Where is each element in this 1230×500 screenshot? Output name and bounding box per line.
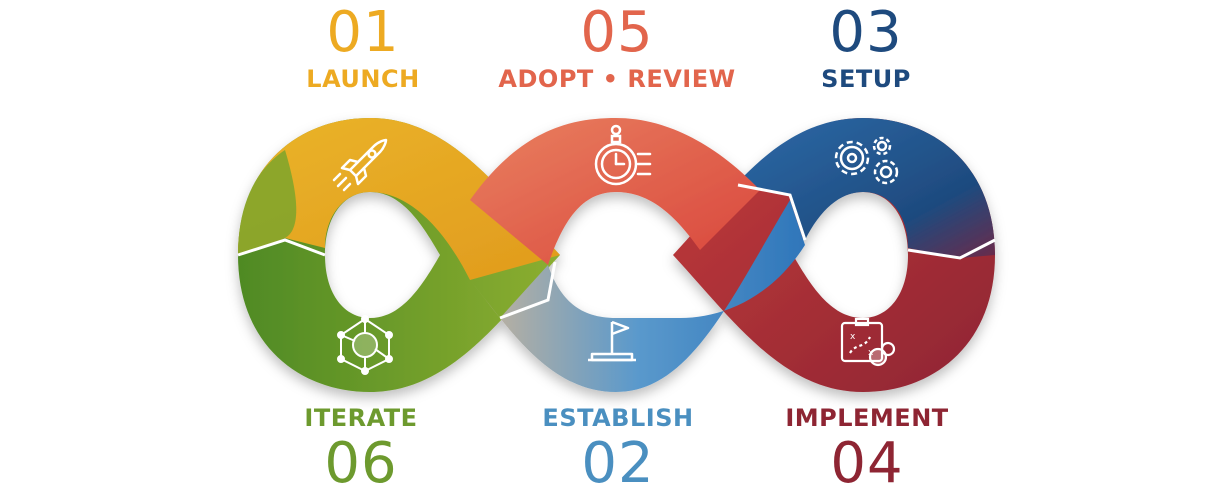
establish-segment	[470, 200, 805, 392]
step-number-implement: 04	[830, 431, 904, 496]
step-label-adopt-review: ADOPT • REVIEW	[498, 65, 736, 93]
step-label-iterate: ITERATE	[304, 404, 418, 432]
iterate-top-blend	[238, 150, 297, 255]
step-launch: 01 LAUNCH	[213, 2, 513, 94]
step-number-iterate: 06	[324, 431, 398, 496]
step-number-adopt-review: 05	[580, 0, 654, 65]
step-implement: IMPLEMENT 04	[717, 403, 1017, 495]
step-establish: ESTABLISH 02	[468, 403, 768, 495]
step-number-launch: 01	[326, 0, 400, 65]
step-number-establish: 02	[581, 431, 655, 496]
network-icon	[337, 315, 393, 375]
launch-segment	[238, 118, 560, 280]
step-iterate: ITERATE 06	[211, 403, 511, 495]
step-setup: 03 SETUP	[716, 2, 1016, 94]
step-label-setup: SETUP	[821, 65, 911, 93]
step-label-implement: IMPLEMENT	[785, 404, 949, 432]
divider-line-left	[237, 238, 326, 257]
divider-line-center	[499, 261, 557, 320]
divider-line-right-top	[737, 183, 807, 241]
svg-text:x: x	[850, 332, 856, 342]
gears-icon	[834, 136, 899, 185]
step-number-setup: 03	[829, 0, 903, 65]
flag-icon	[588, 320, 636, 362]
step-adopt-review: 05 ADOPT • REVIEW	[467, 2, 767, 94]
strategy-board-icon: x x	[840, 317, 896, 367]
adopt-review-segment	[470, 118, 760, 265]
stopwatch-icon	[594, 124, 652, 186]
divider-line-right	[907, 238, 996, 260]
rocket-icon	[332, 138, 388, 192]
step-label-launch: LAUNCH	[306, 65, 420, 93]
step-label-establish: ESTABLISH	[542, 404, 694, 432]
